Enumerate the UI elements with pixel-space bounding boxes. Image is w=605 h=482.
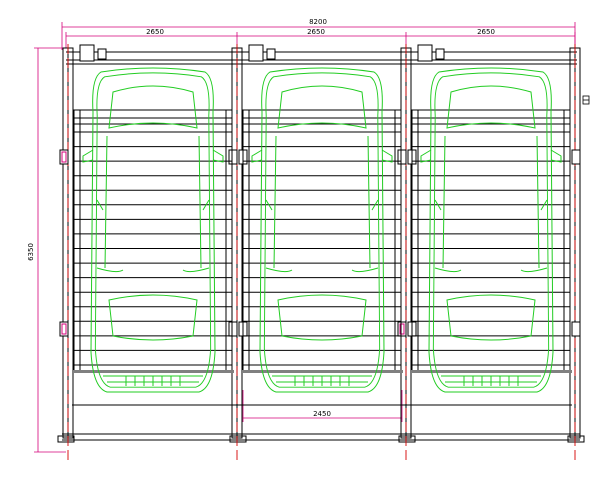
dimension-platform-width	[242, 390, 403, 422]
platform-slats	[243, 131, 401, 366]
gear-icon	[582, 95, 590, 105]
platform-outline	[411, 109, 571, 373]
car-body	[428, 67, 554, 393]
car-body	[90, 67, 216, 393]
platform-outline	[242, 109, 402, 373]
car-front-glass	[108, 85, 198, 129]
platform-frame	[411, 109, 571, 373]
bay-2	[241, 67, 403, 393]
platform-base-strip	[72, 370, 234, 373]
platform-outline	[73, 109, 233, 373]
car-outline	[420, 67, 562, 393]
dimension-overall-depth	[34, 47, 66, 453]
bay-width-label-1: 2650	[146, 28, 164, 36]
platform-width-label: 2450	[313, 410, 331, 418]
car-door-lines	[96, 199, 210, 211]
platform-base-strip	[410, 370, 572, 373]
bay-width-label-2: 2650	[307, 28, 325, 36]
bay-3	[410, 67, 572, 393]
car-rear-glass	[446, 294, 536, 341]
car-sill-lines	[96, 267, 210, 273]
car-roof-edges	[104, 135, 202, 269]
car-mirror-right	[212, 149, 224, 163]
car-roof-edges	[273, 135, 371, 269]
overall-width-label: 8200	[309, 18, 327, 26]
platform-frame	[73, 109, 233, 373]
car-mirror-left	[82, 149, 94, 163]
car-rear-glass	[108, 294, 198, 341]
platform-base-strip	[241, 370, 403, 373]
car-mirror-right	[381, 149, 393, 163]
overall-depth-label: 6350	[27, 243, 35, 261]
car-door-lines	[265, 199, 379, 211]
car-mirror-left	[251, 149, 263, 163]
car-sill-lines	[434, 267, 548, 273]
car-body	[259, 67, 385, 393]
car-sill-lines	[265, 267, 379, 273]
car-front-glass	[277, 85, 367, 129]
frame-structure	[57, 51, 585, 443]
car-body-inner	[94, 72, 212, 388]
drive-motors	[79, 44, 445, 62]
post-centerlines	[67, 44, 576, 460]
parking-bays	[72, 67, 572, 393]
car-outline	[82, 67, 224, 393]
car-rear-glass	[277, 294, 367, 341]
car-front-glass	[446, 85, 536, 129]
platform-slats	[74, 131, 232, 366]
car-roof-edges	[442, 135, 540, 269]
post-bracket-accents	[61, 151, 405, 335]
platform-frame	[242, 109, 402, 373]
platform-slats	[412, 131, 570, 366]
car-body-inner	[432, 72, 550, 388]
car-body-inner	[263, 72, 381, 388]
bay-1	[72, 67, 234, 393]
car-mirror-right	[550, 149, 562, 163]
car-mirror-left	[420, 149, 432, 163]
dimension-bay-widths	[65, 32, 576, 48]
car-outline	[251, 67, 393, 393]
car-door-lines	[434, 199, 548, 211]
bay-width-label-3: 2650	[477, 28, 495, 36]
post-brackets	[59, 149, 581, 337]
